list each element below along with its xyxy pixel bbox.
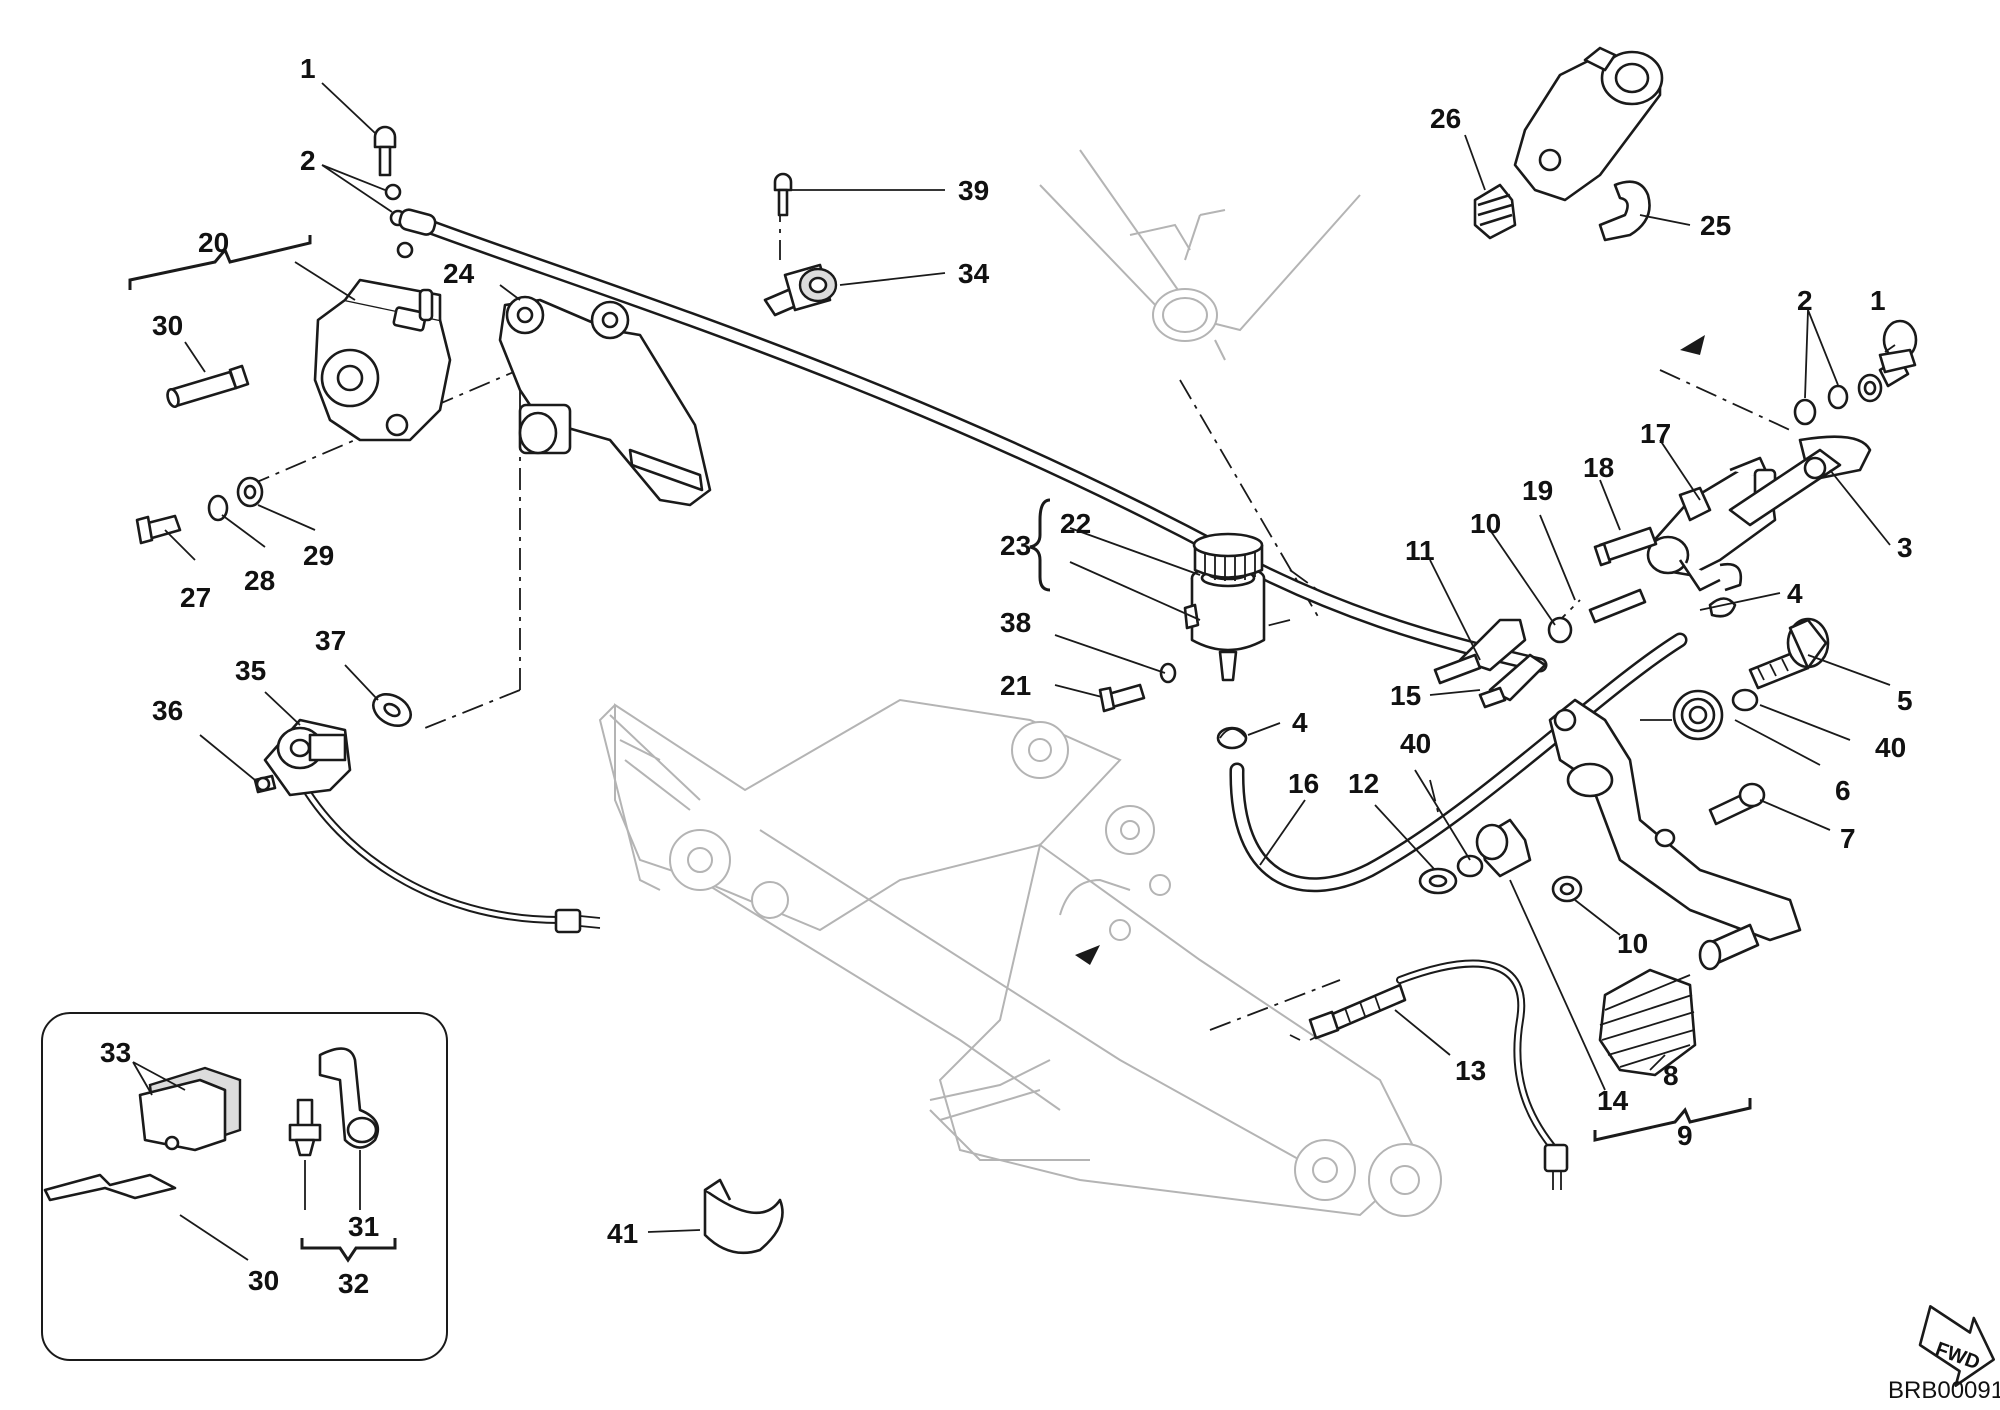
callout-20: 20 — [198, 227, 229, 258]
callout-10-upper: 10 — [1470, 508, 1501, 539]
callout-35: 35 — [235, 655, 266, 686]
callout-16: 16 — [1288, 768, 1319, 799]
switch-wire — [1396, 959, 1569, 1190]
bush-spacer — [1418, 818, 1532, 895]
callout-28: 28 — [244, 565, 275, 596]
callout-37: 37 — [315, 625, 346, 656]
lever-bolt-nut — [1551, 782, 1766, 903]
pivot-pin — [1748, 617, 1830, 690]
pushrod-parts — [1433, 526, 1737, 709]
callout-4-right: 4 — [1787, 578, 1803, 609]
callout-8: 8 — [1663, 1060, 1679, 1091]
callout-7: 7 — [1840, 823, 1856, 854]
fluid-reservoir — [1183, 564, 1266, 682]
callout-33: 33 — [100, 1037, 131, 1068]
callout-17: 17 — [1640, 418, 1671, 449]
callout-4-center: 4 — [1292, 707, 1308, 738]
banjo-bolt-washers — [1793, 319, 1918, 426]
hose-clamp-assembly — [763, 172, 838, 317]
reservoir-screw — [1098, 662, 1177, 713]
callout-27: 27 — [180, 582, 211, 613]
callout-38: 38 — [1000, 607, 1031, 638]
caliper-bolt — [373, 125, 437, 259]
callout-31: 31 — [348, 1211, 379, 1242]
bleed-valve — [288, 1098, 322, 1157]
callout-40-right: 40 — [1875, 732, 1906, 763]
callout-36: 36 — [152, 695, 183, 726]
sensor-wire — [296, 776, 601, 934]
master-cylinder-upper — [1473, 46, 1664, 242]
callout-24: 24 — [443, 258, 475, 289]
callout-3: 3 — [1897, 532, 1913, 563]
callout-13: 13 — [1455, 1055, 1486, 1086]
bleed-union-hose — [1728, 435, 1872, 527]
callout-21: 21 — [1000, 670, 1031, 701]
footpeg-bracket-outline — [598, 698, 1442, 1217]
callout-26: 26 — [1430, 103, 1461, 134]
diagram-code: BRB00091 — [1888, 1377, 2000, 1404]
hose-clip-41 — [703, 1178, 784, 1255]
pad-spring — [43, 1173, 177, 1202]
callout-30-upper: 30 — [152, 310, 183, 341]
callout-12: 12 — [1348, 768, 1379, 799]
callout-18: 18 — [1583, 452, 1614, 483]
direction-arrow-icon — [1075, 335, 1705, 965]
callout-6: 6 — [1835, 775, 1851, 806]
frame-tube-outline — [1039, 149, 1361, 361]
bleed-cap — [318, 1047, 380, 1149]
callout-39: 39 — [958, 175, 989, 206]
callout-15: 15 — [1390, 680, 1421, 711]
callout-22: 22 — [1060, 508, 1091, 539]
callout-5: 5 — [1897, 685, 1913, 716]
callout-34: 34 — [958, 258, 990, 289]
reservoir-cap-top — [1192, 532, 1264, 581]
brake-pads — [138, 1066, 242, 1152]
callout-32: 32 — [338, 1268, 369, 1299]
callout-2-upper-left: 2 — [300, 145, 316, 176]
callout-41: 41 — [607, 1218, 638, 1249]
callout-30-inset: 30 — [248, 1265, 279, 1296]
callout-14: 14 — [1597, 1085, 1629, 1116]
callout-23: 23 — [1000, 530, 1031, 561]
callout-29: 29 — [303, 540, 334, 571]
brake-hose — [417, 217, 1548, 673]
caliper-bracket — [498, 295, 712, 507]
callout-10-lower: 10 — [1617, 928, 1648, 959]
hose-clip — [1216, 726, 1248, 750]
caliper — [313, 278, 452, 442]
brake-light-switch — [1308, 983, 1407, 1040]
inset-box — [41, 1012, 448, 1361]
rear-master-cylinder — [1646, 456, 1777, 592]
group-braces — [128, 235, 1752, 1263]
callout-labels: 1 2 20 30 24 27 28 29 37 35 36 39 34 26 … — [100, 53, 1913, 1299]
callout-25: 25 — [1700, 210, 1731, 241]
callout-11: 11 — [1405, 535, 1435, 566]
speed-sensor — [253, 692, 412, 797]
brake-pedal-lever — [1548, 698, 1802, 971]
callout-2-right: 2 — [1797, 285, 1813, 316]
bolt-washers — [135, 476, 264, 545]
pad-pin — [166, 364, 250, 409]
callout-1-right: 1 — [1870, 285, 1886, 316]
return-spring — [1640, 688, 1759, 741]
reservoir-hose — [1229, 632, 1688, 893]
callout-40-center: 40 — [1400, 728, 1431, 759]
leader-lines — [132, 82, 1896, 1261]
callout-9: 9 — [1677, 1120, 1693, 1151]
callout-1-upper-left: 1 — [300, 53, 316, 84]
callout-19: 19 — [1522, 475, 1553, 506]
pedal-rubber — [1598, 968, 1697, 1077]
